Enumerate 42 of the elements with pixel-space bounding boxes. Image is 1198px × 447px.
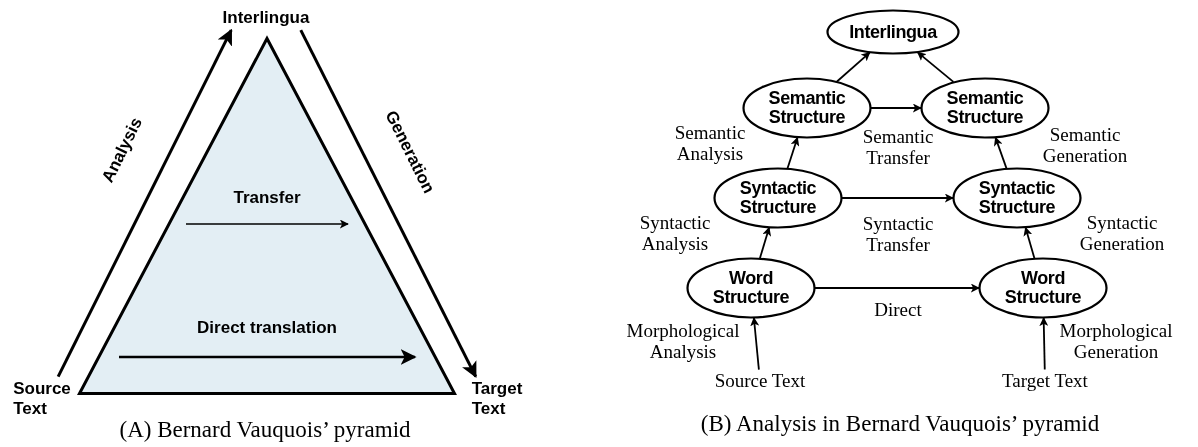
node-label: Word Structure: [1004, 269, 1082, 307]
node-ellipse: [978, 257, 1108, 319]
region-label: Direct translation: [197, 318, 337, 338]
node-ellipse: [952, 167, 1082, 229]
corner-label: Source Text: [13, 378, 71, 420]
apex-label: Interlingua: [222, 7, 310, 29]
edge-label: Semantic Transfer: [862, 126, 934, 168]
region-label: Transfer: [233, 188, 301, 208]
arrow: [870, 103, 922, 113]
edge-label: Syntactic Generation: [1079, 212, 1165, 254]
edge-label: Syntactic Transfer: [862, 213, 934, 255]
edge-label: Morphological Analysis: [626, 320, 740, 362]
node-ellipse: [826, 9, 960, 55]
arrow: [786, 136, 800, 170]
node-label: Semantic Structure: [946, 89, 1024, 127]
pyramid-triangle: [78, 37, 456, 395]
node-ellipse: [713, 167, 843, 229]
arrow: [841, 193, 954, 203]
arrow: [994, 136, 1008, 170]
corner-label: Target Text: [471, 378, 523, 420]
node-label: Semantic Structure: [768, 89, 846, 127]
node-label: Syntactic Structure: [739, 179, 817, 217]
text-label: Source Text: [714, 369, 806, 393]
node-label: Syntactic Structure: [978, 179, 1056, 217]
node-ellipse: [686, 257, 816, 319]
node-label: Word Structure: [712, 269, 790, 307]
arrow: [299, 29, 478, 379]
edge-label: Semantic Analysis: [674, 122, 746, 164]
edge-label: Syntactic Analysis: [639, 212, 711, 254]
edge-label: Morphological Generation: [1059, 320, 1173, 362]
figure-caption: (B) Analysis in Bernard Vauquois’ pyramid: [700, 411, 1100, 437]
node-label: Interlingua: [849, 22, 937, 42]
text-label: Target Text: [1002, 369, 1088, 393]
figure-caption: (A) Bernard Vauquois’ pyramid: [119, 417, 411, 443]
arrow: [750, 317, 760, 371]
arrow: [56, 28, 233, 378]
arrow: [814, 283, 980, 293]
edge-label: Direct: [874, 298, 922, 320]
arrow: [836, 51, 871, 83]
arrow: [1039, 317, 1049, 371]
arrow: [916, 51, 955, 83]
edge-label: Semantic Generation: [1042, 124, 1128, 166]
